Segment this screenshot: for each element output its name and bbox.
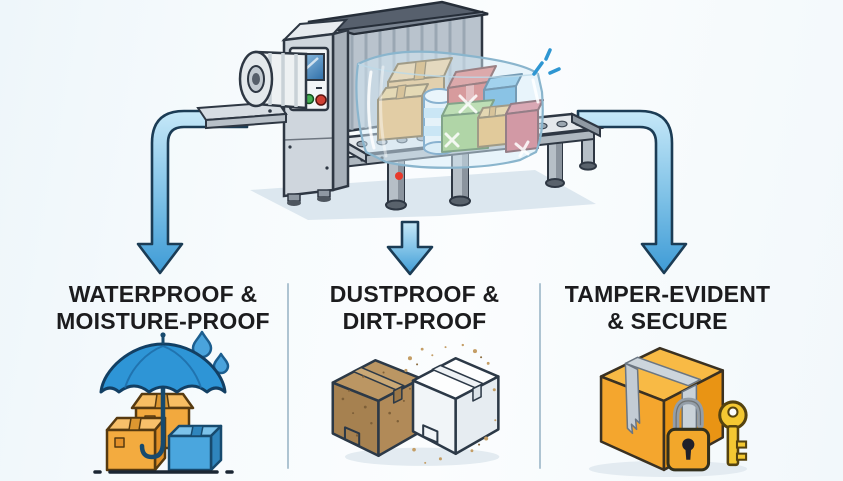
plastic-film bbox=[355, 50, 544, 169]
flow-arrows bbox=[136, 109, 688, 276]
benefit-title-line: TAMPER-EVIDENT bbox=[564, 281, 771, 307]
column-divider bbox=[539, 283, 541, 469]
machine-shadow bbox=[250, 170, 596, 220]
dusty-box-clean-box-icon bbox=[331, 343, 500, 466]
benefit-title-tamper: TAMPER-EVIDENT & SECURE bbox=[545, 281, 790, 335]
benefit-title-line: MOISTURE-PROOF bbox=[56, 308, 270, 335]
key-icon bbox=[718, 400, 748, 467]
padlock-icon bbox=[666, 397, 711, 472]
red-button-2 bbox=[315, 94, 327, 106]
umbrella-icon bbox=[99, 332, 227, 460]
red-dot bbox=[395, 172, 403, 180]
clean-box bbox=[411, 356, 500, 456]
locked-parcel-with-key-icon bbox=[588, 346, 748, 477]
benefit-title-line: WATERPROOF & bbox=[68, 281, 258, 307]
film-roll bbox=[196, 50, 308, 130]
parcel-box bbox=[599, 346, 725, 472]
arrow-tamper bbox=[576, 109, 688, 275]
control-tower bbox=[281, 18, 350, 206]
benefit-title-line: DIRT-PROOF bbox=[342, 308, 487, 335]
column-divider bbox=[287, 283, 289, 469]
benefit-title-dustproof: DUSTPROOF & DIRT-PROOF bbox=[292, 281, 537, 335]
benefit-title-line: & SECURE bbox=[607, 308, 728, 335]
dust-specks bbox=[404, 343, 497, 464]
arrow-waterproof bbox=[136, 109, 249, 275]
umbrella-over-boxes-icon bbox=[93, 330, 234, 474]
arrow-dustproof bbox=[386, 220, 434, 276]
sparkle-icon bbox=[532, 48, 561, 76]
shrink-wrap-machine-illustration bbox=[196, 0, 605, 220]
dusty-box bbox=[331, 359, 423, 458]
benefit-title-waterproof: WATERPROOF & MOISTURE-PROOF bbox=[18, 281, 308, 335]
benefit-title-line: DUSTPROOF & bbox=[329, 281, 500, 307]
